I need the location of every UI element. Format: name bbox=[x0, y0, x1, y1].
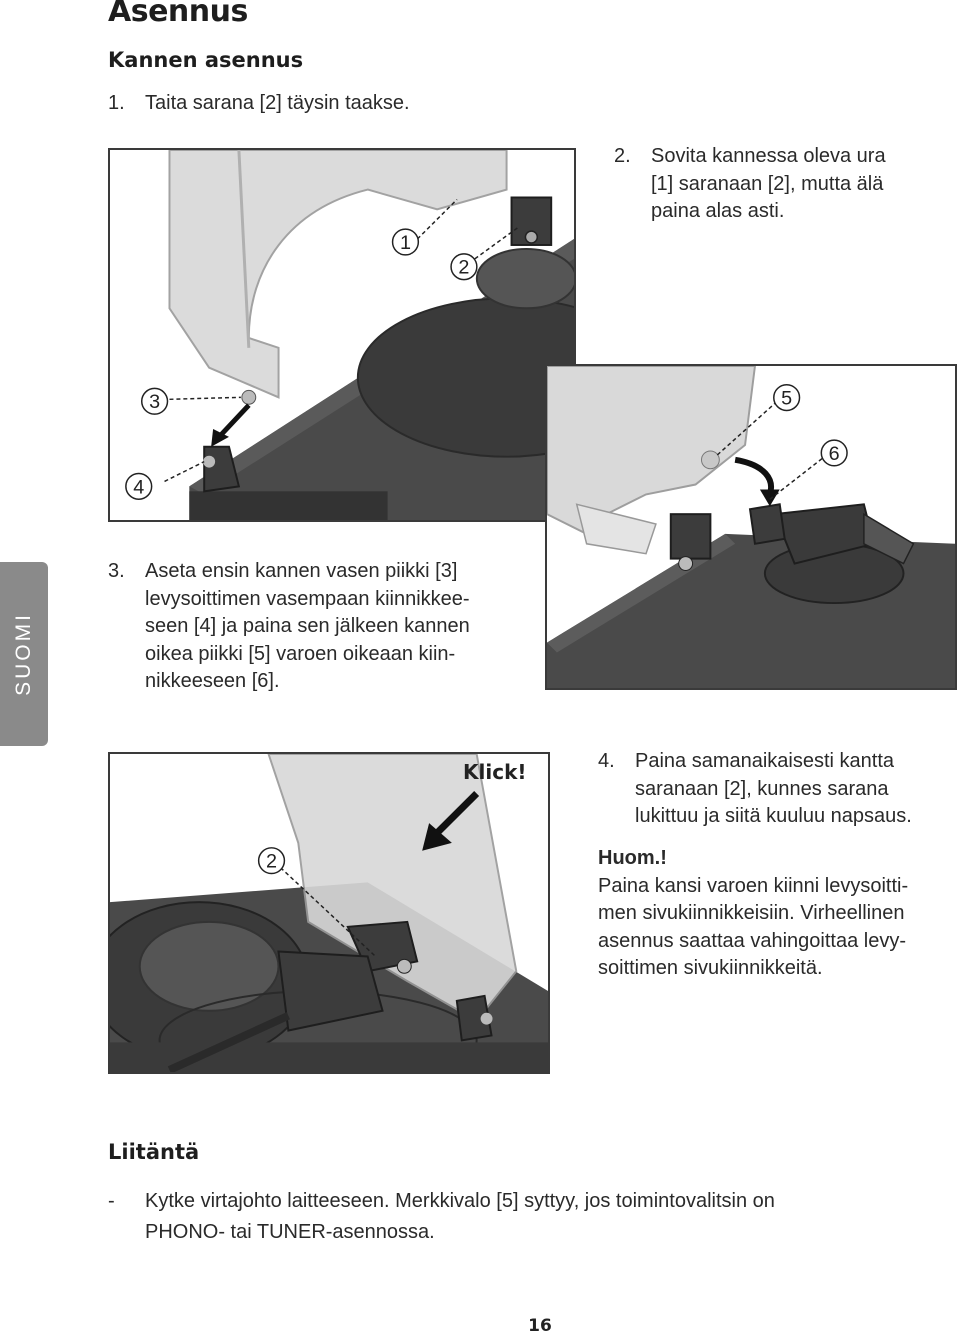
step-1-text: Taita sarana [2] täysin taakse. bbox=[145, 92, 410, 114]
connection-line: PHONO- tai TUNER-asennossa. bbox=[145, 1221, 435, 1243]
figure-lid-left-pin: 1 2 3 4 bbox=[108, 148, 576, 522]
step-4: 4. Paina samanaikaisesti kantta saranaan… bbox=[598, 748, 958, 833]
language-side-tab: SUOMI bbox=[0, 562, 48, 746]
callout-5: 5 bbox=[781, 388, 792, 410]
figure-lid-right-pin: 5 6 bbox=[545, 364, 957, 690]
side-tab-label: SUOMI bbox=[12, 612, 35, 696]
step-2-number: 2. bbox=[614, 145, 631, 167]
figure-2-illustration: 5 6 bbox=[547, 366, 955, 688]
step-3-line: levysoittimen vasempaan kiinnikkee- bbox=[145, 587, 470, 610]
callout-2: 2 bbox=[458, 257, 469, 279]
step-1: 1. Taita sarana [2] täysin taakse. bbox=[108, 90, 608, 120]
note-line: Paina kansi varoen kiinni levysoitti- bbox=[598, 874, 909, 897]
step-2-line: Sovita kannessa oleva ura bbox=[651, 145, 886, 167]
step-3-line: oikea piikki [5] varoen oikeaan kiin- bbox=[145, 642, 456, 665]
step-3-line: seen [4] ja paina sen jälkeen kannen bbox=[145, 615, 470, 637]
note-line: soittimen sivukiinnikkeitä. bbox=[598, 957, 823, 979]
step-4-line: saranaan [2], kunnes sarana bbox=[635, 777, 889, 800]
step-1-number: 1. bbox=[108, 92, 125, 114]
note-block: Huom.! Paina kansi varoen kiinni levysoi… bbox=[598, 845, 958, 983]
figure-hinge-click: 2 bbox=[108, 752, 550, 1074]
connection-line: Kytke virtajohto laitteeseen. Merkkivalo… bbox=[145, 1190, 775, 1212]
figure-1-illustration: 1 2 3 4 bbox=[125, 150, 574, 520]
callout-1: 1 bbox=[400, 232, 411, 254]
step-2-line: [1] saranaan [2], mutta älä bbox=[651, 172, 884, 195]
step-4-line: lukittuu ja siitä kuuluu napsaus. bbox=[635, 805, 912, 827]
note-title: Huom.! bbox=[598, 847, 667, 869]
step-4-number: 4. bbox=[598, 750, 615, 772]
callout-6: 6 bbox=[829, 443, 840, 465]
section-subtitle: Kannen asennus bbox=[108, 48, 304, 72]
step-2-line: paina alas asti. bbox=[651, 200, 785, 222]
step-4-line: Paina samanaikaisesti kantta bbox=[635, 750, 895, 772]
figure-3-illustration: 2 bbox=[110, 754, 548, 1072]
page-number: 16 bbox=[528, 1316, 552, 1336]
callout-4: 4 bbox=[133, 476, 144, 498]
step-3: 3. Aseta ensin kannen vasen piikki [3] l… bbox=[108, 558, 538, 698]
connection-dash: - bbox=[108, 1190, 115, 1212]
callout-2: 2 bbox=[266, 851, 277, 873]
step-3-line: Aseta ensin kannen vasen piikki [3] bbox=[145, 560, 458, 582]
step-3-number: 3. bbox=[108, 560, 125, 582]
step-3-line: nikkeeseen [6]. bbox=[145, 670, 280, 692]
connection-title: Liitäntä bbox=[108, 1140, 200, 1164]
note-line: men sivukiinnikkeisiin. Virheellinen bbox=[598, 902, 905, 924]
connection-item: - Kytke virtajohto laitteeseen. Merkkiva… bbox=[108, 1186, 908, 1246]
step-2: 2. Sovita kannessa oleva ura [1] saranaa… bbox=[614, 143, 944, 228]
page-title: Asennus bbox=[108, 0, 248, 29]
callout-3: 3 bbox=[149, 391, 160, 413]
note-line: asennus saattaa vahingoittaa levy- bbox=[598, 929, 906, 952]
click-label: Klick! bbox=[463, 760, 527, 784]
